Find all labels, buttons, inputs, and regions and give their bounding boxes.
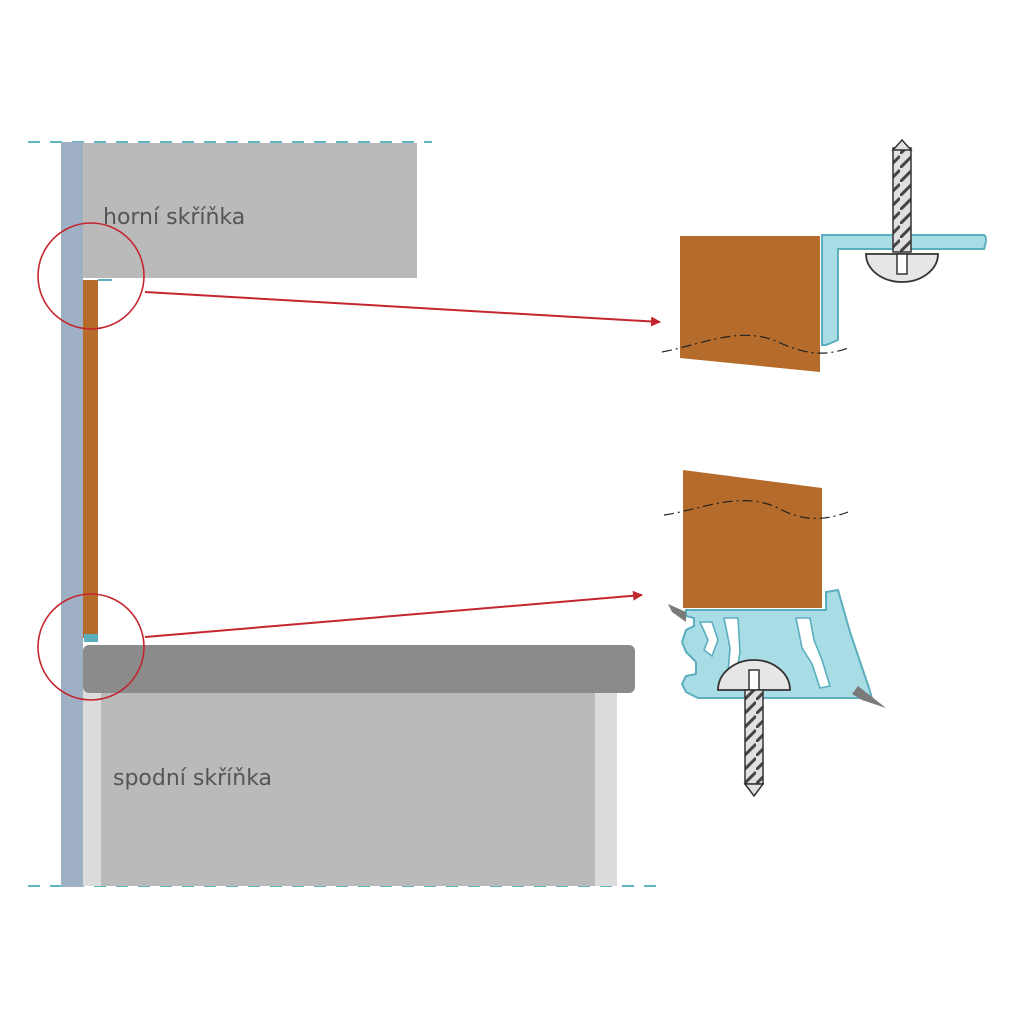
top-detail-callout xyxy=(37,222,145,330)
backsplash-panel xyxy=(83,280,98,638)
top-detail-break-line xyxy=(661,334,849,354)
bottom-detail-callout xyxy=(37,593,145,701)
top-detail-arrow xyxy=(144,291,661,327)
bottom-detail xyxy=(663,470,886,798)
bottom-detail-seal-right xyxy=(852,686,886,708)
top-detail-profile xyxy=(821,234,987,346)
top-detail xyxy=(661,138,987,372)
lower-cabinet-label: spodní skříňka xyxy=(113,766,272,791)
bottom-detail-profile-inner-right xyxy=(795,617,832,689)
wall xyxy=(61,142,83,887)
upper-cabinet xyxy=(83,143,417,278)
top-detail-screw-tip xyxy=(891,138,913,151)
bottom-detail-break-line xyxy=(663,500,849,519)
bottom-detail-panel xyxy=(683,470,822,608)
countertop xyxy=(83,645,635,693)
top-detail-screw-shank xyxy=(892,147,912,253)
bottom-detail-screw-slot xyxy=(748,669,760,691)
bottom-detail-screw-tip xyxy=(743,783,765,798)
top-detail-screw-slot xyxy=(896,253,908,275)
bottom-detail-screw-shank xyxy=(744,689,764,785)
bottom-detail-seal-left xyxy=(668,604,686,622)
upper-cabinet-label: horní skříňka xyxy=(103,205,245,230)
lower-cabinet xyxy=(101,688,595,886)
bottom-detail-arrow xyxy=(144,590,643,638)
bottom-profile-small xyxy=(84,634,98,642)
top-detail-panel xyxy=(680,236,820,372)
bottom-detail-profile-inner-left xyxy=(698,621,719,658)
